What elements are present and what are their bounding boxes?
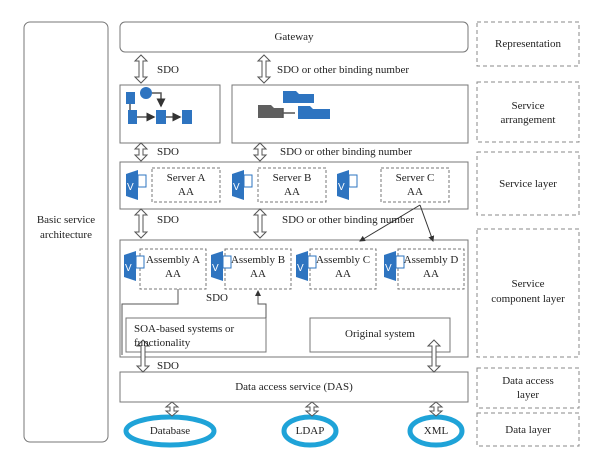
double-arrow	[256, 54, 272, 84]
assembly-a-to-soa-line	[121, 289, 179, 355]
gateway-box	[119, 21, 469, 53]
service-layer-box	[476, 151, 580, 216]
das-label: Data access service (DAS)	[235, 381, 353, 393]
gateway-label: Gateway	[274, 31, 314, 43]
assembly-b-sub: AA	[250, 268, 266, 280]
assembly-a-name: Assembly A	[145, 254, 201, 266]
service-icon: V	[126, 170, 147, 200]
svg-text:V: V	[338, 182, 345, 193]
double-arrow	[164, 401, 180, 417]
database-label: Database	[149, 425, 191, 437]
service-icon: V	[384, 251, 405, 281]
sdo-label: SDO	[157, 214, 180, 226]
server-c-to-assembly-d-line	[419, 204, 435, 242]
data-access-layer-box	[476, 367, 580, 409]
assembly-a-sub: AA	[165, 268, 181, 280]
server-b-name: Server B	[272, 172, 312, 184]
representation-label: Representation	[495, 38, 561, 50]
double-arrow	[252, 142, 268, 162]
double-arrow	[133, 208, 149, 239]
assembly-c-sub: AA	[335, 268, 351, 280]
service-icon: V	[296, 251, 317, 281]
service-layer-label: Service layer	[499, 178, 557, 190]
sdo-label: SDO	[157, 360, 180, 372]
representation-box	[476, 21, 580, 67]
assembly-c-box	[309, 248, 377, 290]
svg-text:V: V	[212, 263, 219, 274]
service-arrangement-label: Service arrangement	[500, 100, 556, 126]
das-box	[119, 371, 469, 403]
service-icon: V	[211, 251, 232, 281]
data-layer-label: Data layer	[505, 424, 551, 436]
svg-text:V: V	[233, 182, 240, 193]
ldap-label: LDAP	[295, 425, 325, 437]
service-icon: V	[232, 170, 253, 200]
server-c-name: Server C	[395, 172, 435, 184]
layer-label-boxes	[476, 21, 580, 447]
left-panel-title: Basic service architecture	[36, 214, 96, 241]
assembly-d-name: Assembly D	[403, 254, 459, 266]
folder-icon	[258, 91, 330, 119]
sdo-binding-label: SDO or other binding number	[280, 146, 412, 158]
double-arrow	[133, 54, 149, 84]
assembly-d-box	[397, 248, 465, 290]
double-arrow	[304, 401, 320, 417]
soa-systems-label: SOA-based systems or functionality	[134, 323, 235, 349]
double-arrow	[135, 339, 151, 373]
double-arrow	[428, 401, 444, 417]
data-layer-box	[476, 412, 580, 447]
assembly-d-sub: AA	[423, 268, 439, 280]
process-flow-icon	[126, 87, 192, 124]
server-c-to-assembly-c-line	[359, 204, 421, 242]
database-icon	[281, 414, 339, 448]
svg-text:V: V	[385, 263, 392, 274]
sdo-label: SDO	[157, 64, 180, 76]
assembly-b-box	[224, 248, 292, 290]
assembly-b-name: Assembly B	[230, 254, 286, 266]
svg-text:V: V	[297, 263, 304, 274]
double-arrow	[252, 208, 268, 239]
service-component-layer-label: Service component layer	[491, 278, 565, 305]
original-system-label: Original system	[345, 328, 415, 340]
database-icon	[407, 414, 465, 448]
soa-to-assembly-b-line	[255, 290, 267, 318]
svg-text:V: V	[127, 182, 134, 193]
double-arrows	[133, 54, 444, 417]
xml-label: XML	[423, 425, 449, 437]
sdo-label: SDO	[206, 292, 229, 304]
assembly-c-name: Assembly C	[315, 254, 371, 266]
sdo-label: SDO	[157, 146, 180, 158]
server-b-box	[257, 167, 327, 203]
service-arrangement-box	[476, 81, 580, 143]
assembly-a-box	[139, 248, 207, 290]
sdo-binding-label: SDO or other binding number	[282, 214, 414, 226]
double-arrow	[426, 339, 442, 373]
server-a-name: Server A	[166, 172, 206, 184]
data-access-layer-label: Data access layer	[502, 375, 554, 401]
double-arrow	[133, 142, 149, 162]
server-a-sub: AA	[178, 186, 194, 198]
service-component-layer-box	[476, 228, 580, 358]
server-c-sub: AA	[407, 186, 423, 198]
sdo-binding-label: SDO or other binding number	[277, 64, 409, 76]
server-c-box	[380, 167, 450, 203]
database-icon	[123, 414, 217, 448]
server-b-sub: AA	[284, 186, 300, 198]
server-a-box	[151, 167, 221, 203]
left-panel-box	[23, 21, 109, 443]
original-system-box	[309, 317, 451, 353]
service-icon: V	[124, 251, 145, 281]
svg-text:V: V	[125, 263, 132, 274]
service-icon: V	[337, 170, 358, 200]
